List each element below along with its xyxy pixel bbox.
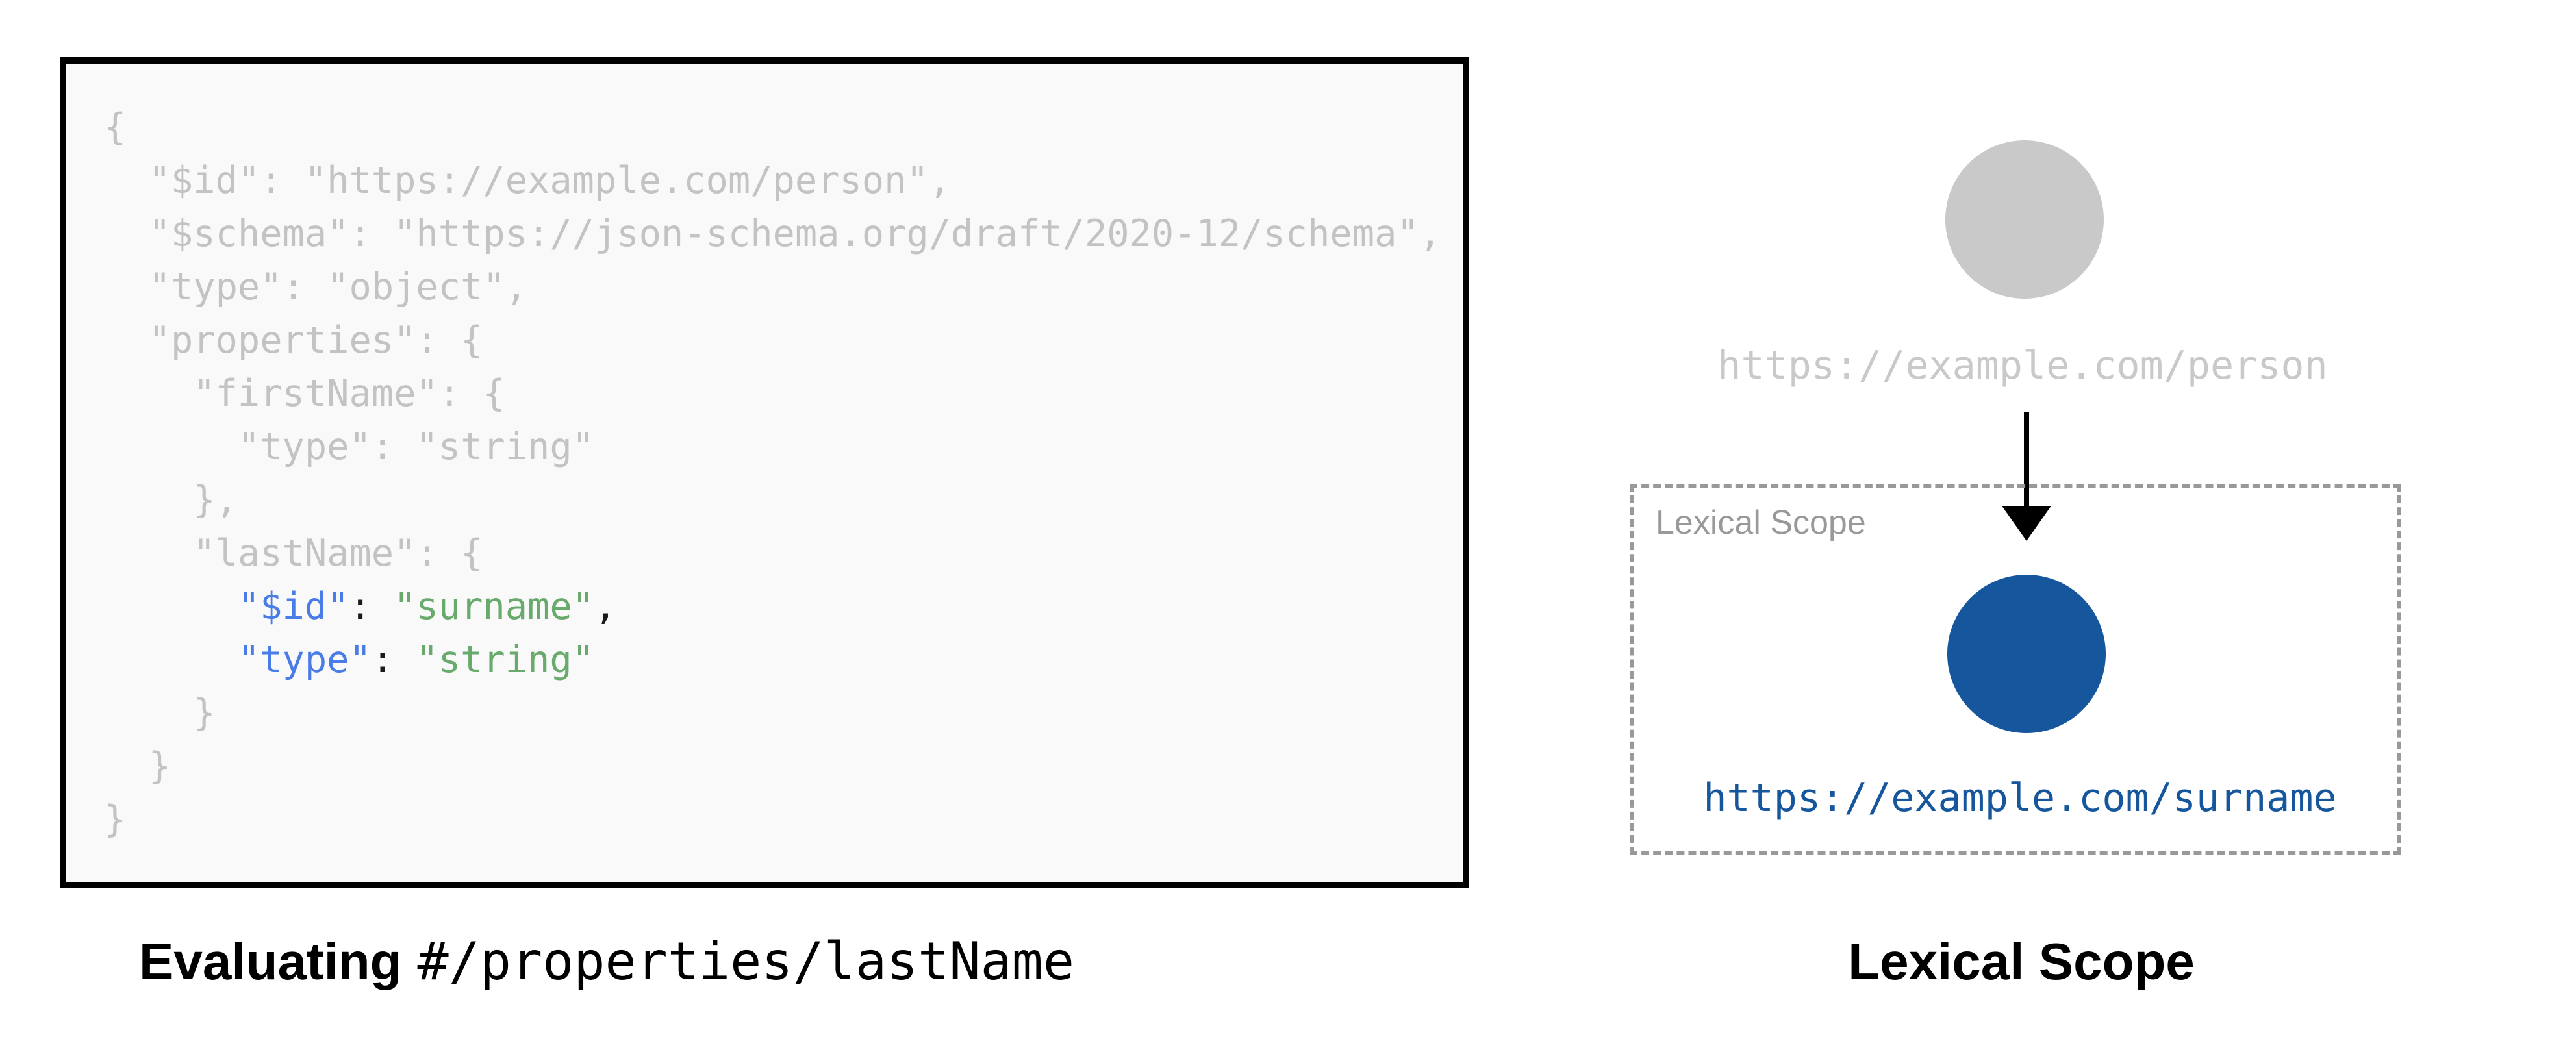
code-line: } <box>104 745 171 788</box>
code-line: "type": "string" <box>237 638 594 681</box>
code-line: "$id": "surname", <box>237 585 617 628</box>
lexical-scope-box: Lexical Scope <box>1630 484 2401 855</box>
lexical-scope-box-label: Lexical Scope <box>1656 504 1866 542</box>
schema-code-panel: { "$id": "https://example.com/person", "… <box>60 57 1469 888</box>
child-schema-uri-label: https://example.com/surname <box>1703 775 2337 821</box>
parent-schema-uri-label: https://example.com/person <box>1717 343 2328 388</box>
arrow-down-line <box>2024 412 2029 508</box>
code-line: "$id": "https://example.com/person", <box>104 159 952 202</box>
code-line: { <box>104 106 127 149</box>
parent-schema-node-circle <box>1945 140 2104 299</box>
code-line: "$schema": "https://json-schema.org/draf… <box>104 212 1442 255</box>
child-schema-node-circle <box>1947 575 2106 733</box>
code-line: } <box>104 692 216 734</box>
code-line: "type": "string" <box>104 425 594 468</box>
code-line: "properties": { <box>104 319 483 362</box>
arrow-down-head-icon <box>2002 506 2051 541</box>
code-line: } <box>104 798 127 841</box>
json-schema-code: { "$id": "https://example.com/person", "… <box>66 64 1463 846</box>
right-caption: Lexical Scope <box>1848 933 2195 990</box>
left-caption-evaluating-label: Evaluating <box>139 933 402 990</box>
code-line: }, <box>104 479 238 521</box>
code-line: "lastName": { <box>104 532 483 575</box>
left-caption-json-pointer: #/properties/lastName <box>417 931 1074 992</box>
code-line: "firstName": { <box>104 372 505 415</box>
code-line: "type": "object", <box>104 266 528 308</box>
left-caption: Evaluating #/properties/lastName <box>139 934 1074 990</box>
